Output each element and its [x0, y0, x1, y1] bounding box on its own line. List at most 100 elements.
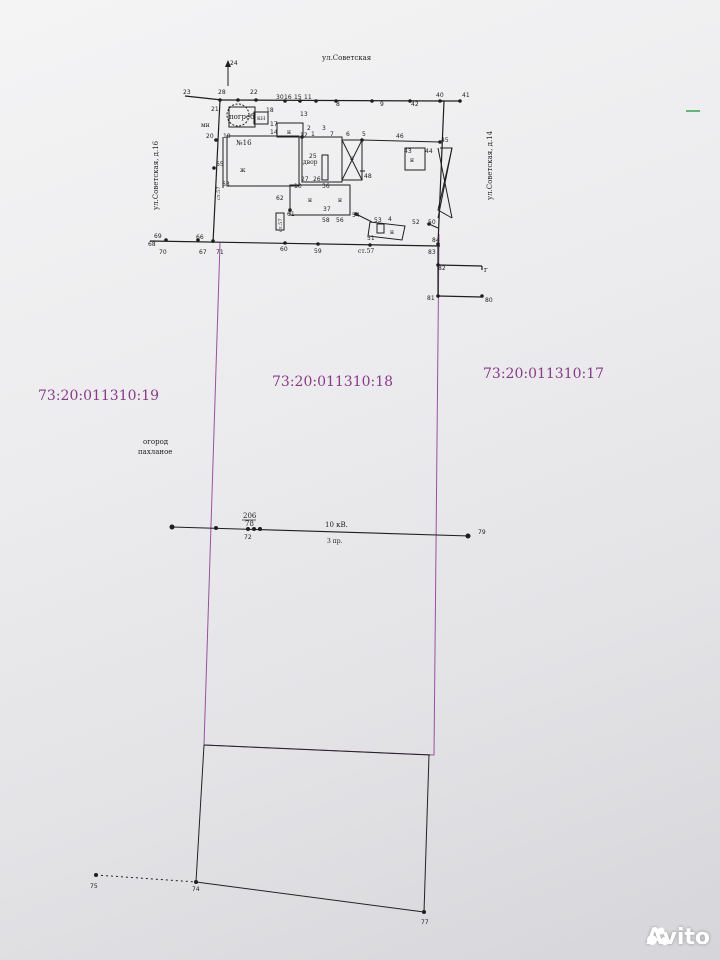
svg-text:51: 51	[367, 235, 375, 242]
powerline-wires: 3 пр.	[327, 538, 343, 545]
svg-text:26: 26	[313, 176, 321, 183]
svg-text:37: 37	[323, 206, 331, 213]
rear-plot	[95, 744, 431, 913]
cellar	[226, 103, 250, 127]
parcel-left-id: 73:20:011310:19	[38, 388, 159, 404]
svg-text:15: 15	[294, 94, 302, 101]
svg-text:54: 54	[352, 212, 360, 219]
svg-text:68: 68	[148, 241, 156, 248]
svg-text:59: 59	[314, 248, 322, 255]
svg-text:25: 25	[309, 153, 317, 160]
fraction-bottom: 78	[245, 520, 254, 528]
svg-text:58: 58	[322, 217, 330, 224]
garden-label-line1: огород	[143, 438, 169, 446]
svg-text:81: 81	[427, 295, 435, 302]
svg-text:72: 72	[244, 534, 252, 541]
point-numbers: 24 23 28 22 30 16 15 11 8 9 42 40 41 21 …	[90, 60, 493, 926]
svg-text:2: 2	[307, 125, 311, 132]
svg-text:23: 23	[183, 89, 191, 96]
svg-text:75: 75	[90, 883, 98, 890]
svg-text:16: 16	[284, 94, 292, 101]
svg-text:21: 21	[211, 106, 219, 113]
svg-text:61: 61	[287, 211, 295, 218]
svg-text:8: 8	[336, 101, 340, 108]
fence-label-mid: ст.57	[278, 218, 284, 232]
svg-text:77: 77	[421, 919, 429, 926]
svg-text:10: 10	[294, 183, 302, 190]
parcel-right-id: 73:20:011310:17	[483, 366, 604, 382]
n-label-2: н	[350, 155, 354, 162]
g-label: г	[484, 266, 488, 274]
n-label-3: н	[410, 157, 414, 164]
parcel-center-id: 73:20:011310:18	[272, 374, 393, 390]
n-label-6: н	[390, 229, 394, 236]
svg-text:24: 24	[230, 60, 238, 67]
n-label-1: н	[287, 129, 291, 136]
n-label-4: н	[308, 197, 312, 204]
svg-text:27: 27	[301, 176, 309, 183]
svg-text:20: 20	[206, 133, 214, 140]
powerline-voltage: 10 кВ.	[325, 521, 348, 529]
cellar-label: погреб	[229, 113, 254, 121]
svg-text:11: 11	[304, 94, 312, 101]
svg-text:71: 71	[216, 249, 224, 256]
svg-text:30: 30	[276, 94, 284, 101]
garden-label-line2: пахланое	[138, 448, 172, 456]
svg-text:40: 40	[436, 92, 444, 99]
svg-text:36: 36	[322, 183, 330, 190]
svg-text:46: 46	[396, 133, 404, 140]
svg-text:69: 69	[154, 233, 162, 240]
avito-watermark: Avito	[646, 925, 710, 950]
svg-text:19: 19	[223, 133, 231, 140]
svg-text:80: 80	[485, 297, 493, 304]
svg-text:13: 13	[300, 111, 308, 118]
svg-text:84: 84	[432, 237, 440, 244]
fences	[149, 95, 483, 298]
svg-text:62: 62	[276, 195, 284, 202]
svg-text:6: 6	[346, 131, 350, 138]
svg-text:1: 1	[311, 131, 315, 138]
svg-text:50: 50	[428, 219, 436, 226]
svg-text:53: 53	[374, 217, 382, 224]
svg-text:12: 12	[300, 132, 308, 139]
svg-text:5: 5	[362, 131, 366, 138]
svg-text:17: 17	[270, 121, 278, 128]
svg-text:41: 41	[462, 92, 470, 99]
svg-text:42: 42	[411, 101, 419, 108]
yard-label: двор	[303, 159, 318, 166]
svg-text:74: 74	[192, 886, 200, 893]
svg-text:7: 7	[330, 131, 334, 138]
north-arrow-head	[225, 60, 231, 67]
fence-label-left: ст.57	[216, 186, 222, 200]
avito-logo-icon	[647, 927, 670, 945]
svg-text:18: 18	[266, 107, 274, 114]
svg-text:9: 9	[380, 101, 384, 108]
svg-text:60: 60	[280, 246, 288, 253]
power-line	[169, 524, 471, 539]
svg-text:70: 70	[159, 249, 167, 256]
parcel-boundary	[203, 233, 440, 756]
svg-text:48: 48	[364, 173, 372, 180]
svg-text:67: 67	[199, 249, 207, 256]
svg-text:3: 3	[322, 125, 326, 132]
svg-text:43: 43	[404, 148, 412, 155]
kn-label: КН	[257, 116, 266, 122]
svg-text:66: 66	[196, 234, 204, 241]
svg-text:22: 22	[250, 89, 258, 96]
fraction-top: 206	[243, 512, 257, 520]
buildings	[222, 106, 453, 241]
mn-label: мн	[201, 122, 210, 129]
neighbor-right-address: ул.Советская, д.14	[486, 130, 494, 200]
svg-text:65: 65	[216, 161, 224, 168]
svg-text:52: 52	[412, 219, 420, 226]
svg-text:45: 45	[441, 137, 449, 144]
svg-text:83: 83	[428, 249, 436, 256]
fence-label-bottom: ст.57	[358, 248, 374, 255]
svg-text:63: 63	[222, 181, 230, 188]
svg-text:44: 44	[425, 148, 433, 155]
svg-text:14: 14	[270, 129, 278, 136]
house-number: №16	[236, 139, 252, 147]
vertex-dots	[94, 98, 484, 914]
